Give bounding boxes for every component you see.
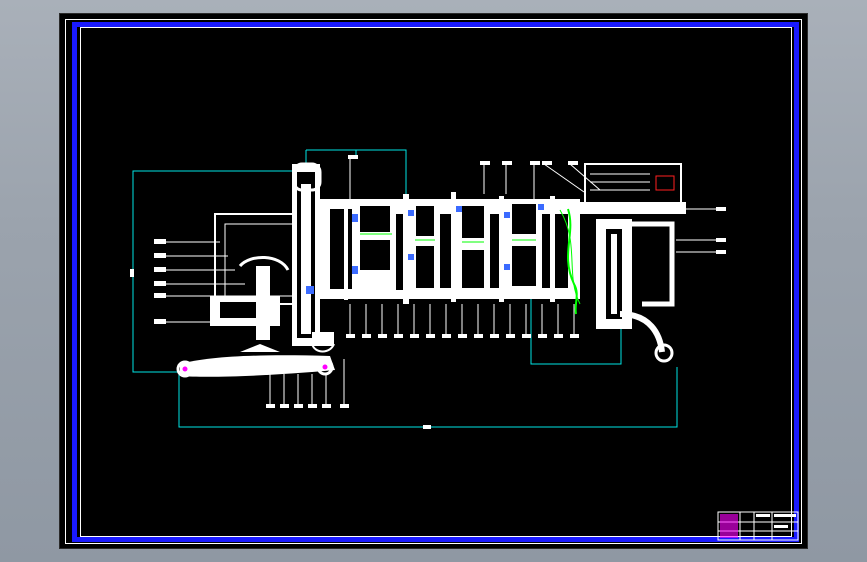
drawing-outer-frame — [65, 19, 802, 544]
drawing-inner-border — [80, 27, 792, 537]
callout-tags — [130, 155, 726, 429]
cad-drawing-viewport[interactable] — [59, 13, 808, 549]
drawing-blue-border — [72, 22, 799, 542]
assembly-cross-section — [176, 162, 686, 378]
title-block-table — [717, 511, 799, 541]
mechanical-assembly-drawing — [130, 149, 799, 541]
